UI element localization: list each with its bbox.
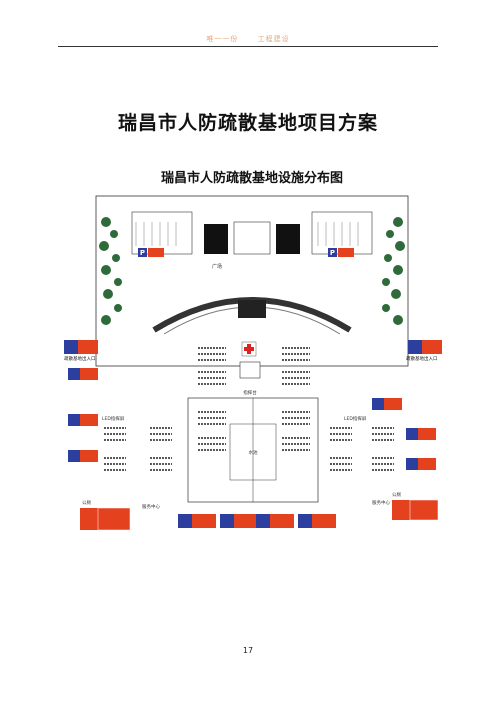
sign-left-3 (68, 414, 98, 426)
header-left: 唯一一份 (206, 35, 239, 43)
evac-sign-4 (298, 514, 336, 528)
building-black-right (276, 224, 300, 254)
parking-zone-left (131, 211, 193, 255)
seating-far-right (330, 427, 394, 471)
page-header: 唯一一份 工程建设 (0, 34, 496, 44)
seating-right (282, 347, 310, 451)
site-boundary (95, 195, 409, 367)
building-center (233, 221, 271, 255)
stage-label: 指挥台 (243, 389, 257, 396)
map-title: 瑞昌市人防疏散基地设施分布图 (161, 170, 343, 186)
stage-box (239, 361, 261, 379)
sign-left-4 (68, 450, 98, 462)
evac-sign-1 (178, 514, 216, 528)
service-left-label: 服务中心 (142, 503, 160, 510)
parking-sign-left: P (138, 248, 164, 257)
evac-sign-2 (220, 514, 258, 528)
water-pool (229, 423, 277, 481)
parking-stripes (135, 222, 359, 246)
seating-far-left (104, 427, 172, 471)
center-entrance (238, 300, 266, 318)
sign-left-2 (68, 368, 98, 380)
led-left-label: LED指挥屏 (102, 415, 125, 422)
toilet-sign-right (392, 499, 439, 521)
svg-text:P: P (140, 249, 145, 257)
page-title: 瑞昌市人防疏散基地项目方案 (117, 112, 378, 134)
header-rule (58, 46, 438, 47)
right-entry-label: 疏散基地出入口 (406, 355, 438, 362)
trees-left (99, 217, 122, 325)
sign-right-2 (372, 398, 402, 410)
parking-sign-right: P (328, 248, 354, 257)
evac-sign-3 (256, 514, 294, 528)
svg-text:P: P (330, 249, 335, 257)
water-label: 水池 (249, 449, 258, 456)
toilet-sign-left (80, 507, 131, 531)
square-label: 广场 (212, 263, 222, 270)
header-right: 工程建设 (257, 35, 290, 43)
toilet-right-label: 公厕 (392, 492, 401, 498)
page-number: 17 (242, 646, 254, 655)
medical-cross-icon (241, 341, 257, 357)
entry-sign-right (408, 340, 442, 354)
left-entry-label: 疏散基地出入口 (64, 355, 96, 362)
sign-right-3 (406, 428, 436, 440)
service-right-label: 服务中心 (372, 499, 390, 506)
entry-sign-left (64, 340, 98, 354)
building-black-left (204, 224, 228, 254)
toilet-left-label: 公厕 (82, 500, 91, 506)
seating-left (198, 347, 226, 451)
trees-right (382, 217, 405, 325)
sign-right-4 (406, 458, 436, 470)
facility-map: 瑞昌市人防疏散基地设施分布图 P P 广场 (64, 170, 442, 531)
led-right-label: LED指挥屏 (344, 415, 367, 422)
